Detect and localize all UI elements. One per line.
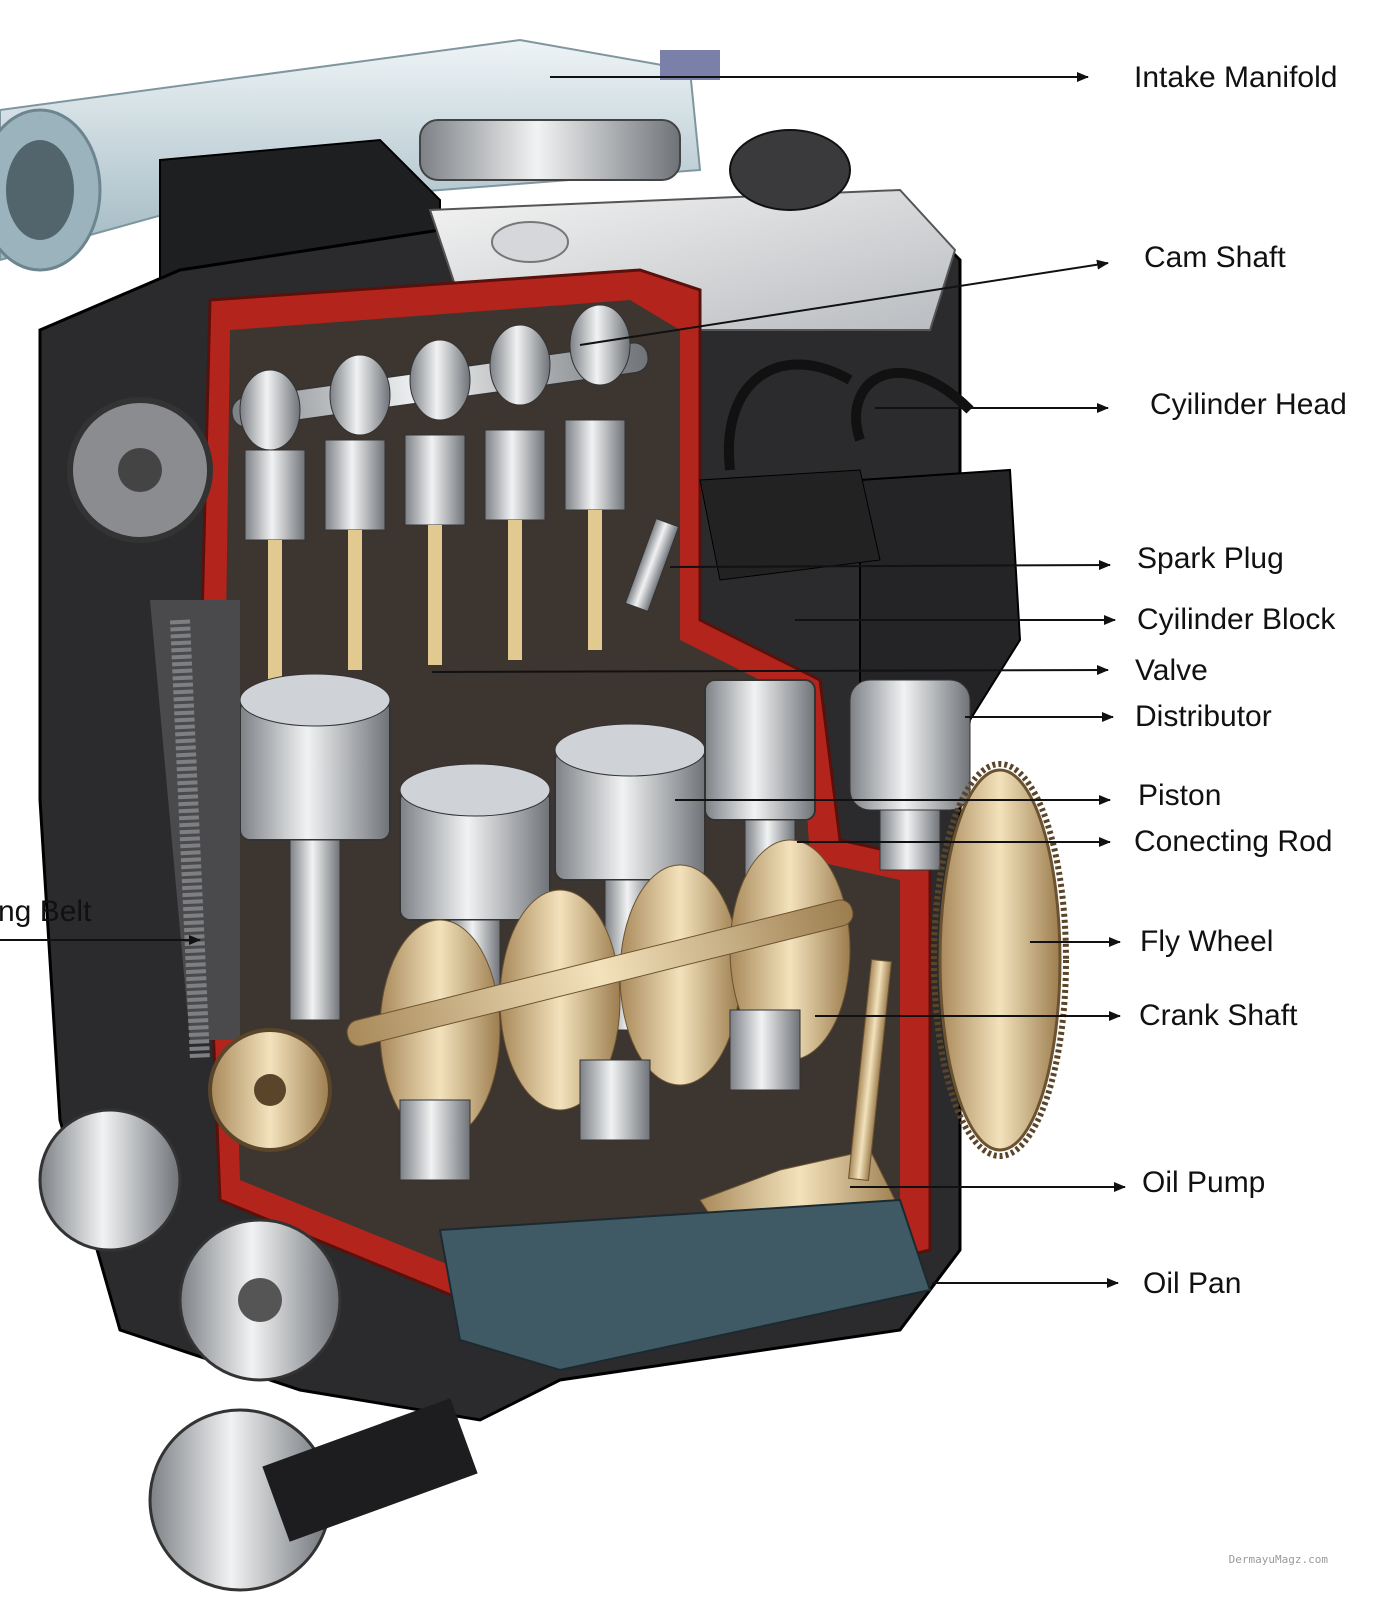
label-fly-wheel: Fly Wheel: [1140, 925, 1274, 958]
label-cylinder-block: Cyilinder Block: [1137, 603, 1336, 636]
label-oil-pan: Oil Pan: [1143, 1267, 1242, 1300]
fuel-injector-shape: [419, 50, 720, 181]
label-connecting-rod: Conecting Rod: [1134, 825, 1333, 858]
label-intake-manifold: Intake Manifold: [1134, 61, 1338, 94]
leader-valve: [431, 665, 1109, 676]
watermark: DermayuMagz.com: [1228, 1553, 1328, 1566]
pistons-shape: [239, 673, 816, 921]
camshaft-shape: [231, 304, 649, 451]
valve-train-shape: [244, 419, 626, 680]
front-pulleys-shape: [38, 1108, 478, 1592]
label-piston: Piston: [1138, 779, 1222, 812]
label-spark-plug: Spark Plug: [1137, 542, 1284, 575]
flywheel-shape: [931, 761, 1069, 1159]
label-timing-belt: ng Belt: [0, 895, 92, 928]
timing-belt-shape: [67, 397, 332, 1152]
distributor-shape: [723, 359, 1022, 871]
label-cam-shaft: Cam Shaft: [1144, 241, 1286, 274]
bearing-caps-shape: [399, 1009, 801, 1181]
leader-spark-plug: [669, 560, 1111, 571]
oil-pan-shape: [438, 1198, 932, 1372]
label-crank-shaft: Crank Shaft: [1139, 999, 1298, 1032]
spark-plug-shape: [624, 469, 881, 613]
label-distributor: Distributor: [1135, 700, 1272, 733]
label-cylinder-head: Cyilinder Head: [1150, 388, 1347, 421]
leader-cam-shaft: [579, 259, 1109, 346]
label-valve: Valve: [1135, 654, 1208, 687]
crankshaft-shape: [346, 839, 854, 1141]
leader-lines: [0, 72, 1126, 1288]
label-oil-pump: Oil Pump: [1142, 1166, 1266, 1199]
